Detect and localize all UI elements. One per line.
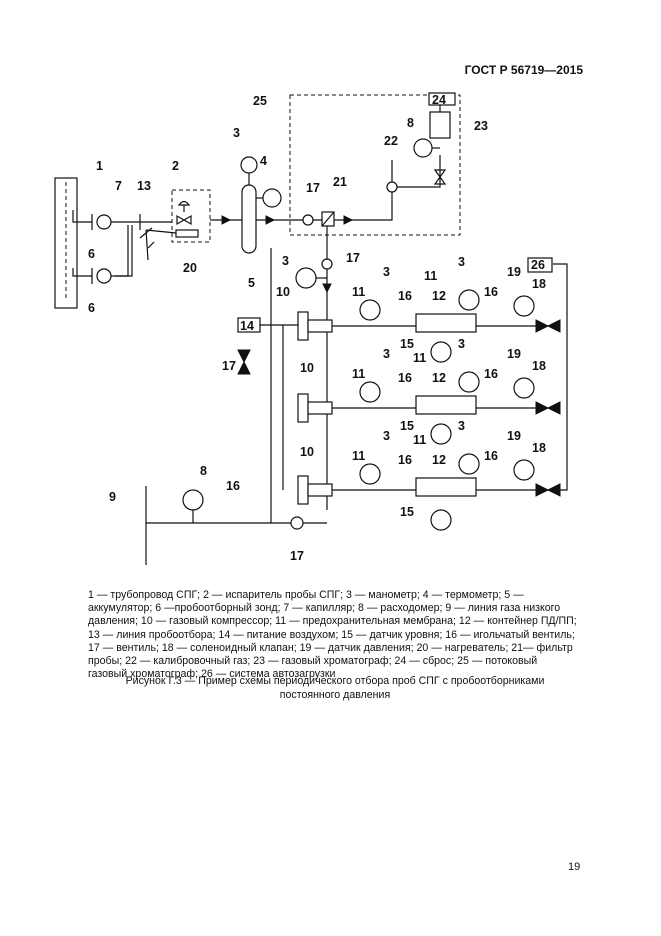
label-17c: 17 <box>222 359 236 373</box>
label-10a: 10 <box>276 285 290 299</box>
label-3a: 3 <box>233 126 240 140</box>
label-23: 23 <box>474 119 488 133</box>
figure-legend: 1 — трубопровод СПГ; 2 — испаритель проб… <box>88 589 577 681</box>
label-3b: 3 <box>282 254 289 268</box>
label-11b: 11 <box>424 269 437 283</box>
label-15b: 15 <box>400 419 414 433</box>
probe-lines <box>72 210 172 284</box>
label-3g: 3 <box>383 429 390 443</box>
standard-code-header: ГОСТ Р 56719—2015 <box>464 63 583 77</box>
label-11d: 11 <box>413 351 426 365</box>
label-15a: 15 <box>400 337 414 351</box>
accumulator <box>240 156 282 254</box>
label-11a: 11 <box>352 285 365 299</box>
caption-line-1: Рисунок Г.3 — Пример схемы периодическог… <box>125 675 545 687</box>
label-8a: 8 <box>407 116 414 130</box>
label-11f: 11 <box>413 433 426 447</box>
label-21: 21 <box>333 175 347 189</box>
label-18a: 18 <box>532 277 546 291</box>
label-13: 13 <box>137 179 151 193</box>
label-20: 20 <box>183 261 197 275</box>
caption-line-2: постоянного давления <box>279 688 391 701</box>
label-18c: 18 <box>532 441 546 455</box>
label-3h: 3 <box>458 419 465 433</box>
label-6a: 6 <box>88 247 95 261</box>
low-pressure-gas-line <box>145 486 304 565</box>
lng-pipeline <box>54 177 78 309</box>
label-3d: 3 <box>458 255 465 269</box>
label-16e: 16 <box>398 453 412 467</box>
label-14: 14 <box>240 319 254 333</box>
label-3f: 3 <box>458 337 465 351</box>
label-12a: 12 <box>432 289 446 303</box>
sampling-scheme-diagram: 1 7 13 2 20 6 6 3 4 5 25 17 21 22 8 24 2… <box>54 92 568 565</box>
label-19c: 19 <box>507 429 521 443</box>
sample-evaporator <box>139 189 211 261</box>
label-3e: 3 <box>383 347 390 361</box>
label-5: 5 <box>248 276 255 290</box>
label-6b: 6 <box>88 301 95 315</box>
row-2 <box>297 371 561 445</box>
label-17a: 17 <box>306 181 320 195</box>
label-11e: 11 <box>352 449 365 463</box>
label-26: 26 <box>531 258 545 272</box>
label-3c: 3 <box>383 265 390 279</box>
figure-caption: Рисунок Г.3 — Пример схемы периодическог… <box>120 675 550 702</box>
label-18b: 18 <box>532 359 546 373</box>
label-17b: 17 <box>346 251 360 265</box>
label-25: 25 <box>253 94 267 108</box>
label-12c: 12 <box>432 453 446 467</box>
label-16d: 16 <box>484 367 498 381</box>
label-16a: 16 <box>398 289 412 303</box>
label-16g: 16 <box>226 479 240 493</box>
label-16b: 16 <box>484 285 498 299</box>
label-8b: 8 <box>200 464 207 478</box>
label-9: 9 <box>109 490 116 504</box>
label-7: 7 <box>115 179 122 193</box>
label-1: 1 <box>96 159 103 173</box>
label-12b: 12 <box>432 371 446 385</box>
label-19a: 19 <box>507 265 521 279</box>
label-2: 2 <box>172 159 179 173</box>
label-16c: 16 <box>398 371 412 385</box>
label-4: 4 <box>260 154 267 168</box>
label-24: 24 <box>432 93 446 107</box>
stream-chromatograph-box <box>289 94 461 236</box>
label-15c: 15 <box>400 505 414 519</box>
label-22: 22 <box>384 134 398 148</box>
label-16f: 16 <box>484 449 498 463</box>
label-10b: 10 <box>300 361 314 375</box>
row-1 <box>297 289 561 363</box>
label-19b: 19 <box>507 347 521 361</box>
label-11c: 11 <box>352 367 365 381</box>
page-number: 19 <box>568 861 581 873</box>
label-10c: 10 <box>300 445 314 459</box>
row-3 <box>297 453 561 531</box>
label-17d: 17 <box>290 549 304 563</box>
